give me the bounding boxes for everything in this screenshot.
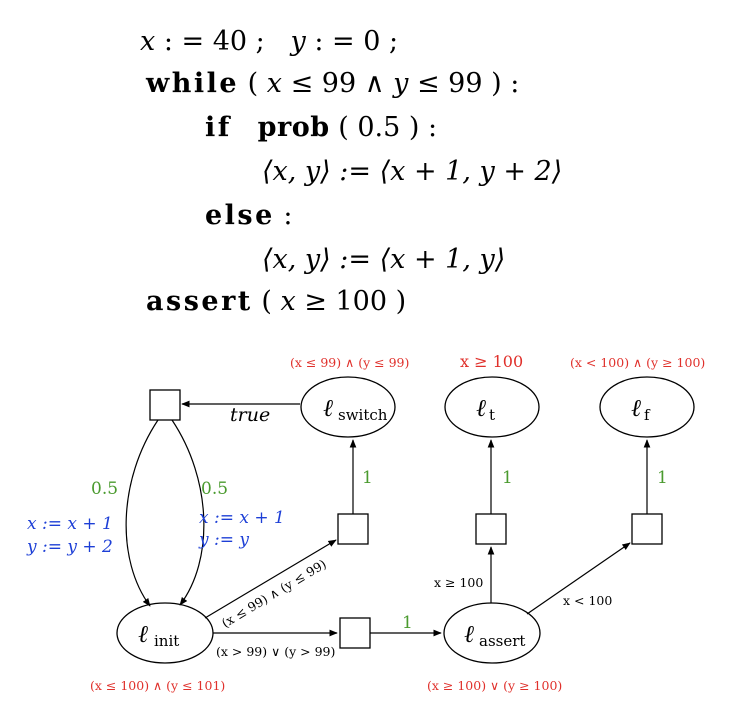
svg-text:switch: switch (338, 406, 388, 424)
code-line-6: ⟨x, y⟩ := ⟨x + 1, y⟩ (262, 244, 506, 275)
svg-text:assert: assert (479, 632, 525, 650)
label-left-update-x: x := x + 1 (27, 514, 113, 534)
label-assert-to-t-guard: x ≥ 100 (434, 575, 483, 590)
code-line-4: ⟨x, y⟩ := ⟨x + 1, y + 2⟩ (262, 156, 563, 187)
label-left-update-y: y := y + 2 (26, 537, 113, 557)
svg-text:ℓ: ℓ (631, 394, 641, 422)
while-keyword: while (146, 68, 240, 99)
invariant-switch: (x ≤ 99) ∧ (y ≤ 99) (290, 355, 409, 370)
prob-split-box (149, 389, 181, 421)
code-line-2: while ( x ≤ 99 ∧ y ≤ 99 ) : (146, 68, 520, 99)
svg-text:init: init (154, 632, 179, 650)
node-assert: ℓ assert (443, 602, 541, 664)
label-true: true (230, 404, 270, 426)
label-box-to-switch: 1 (362, 468, 373, 488)
label-right-update-y: y := y (198, 530, 249, 550)
label-box-to-assert: 1 (402, 613, 413, 633)
program-listing: x : = 40 ; y : = 0 ; while ( x ≤ 99 ∧ y … (0, 0, 730, 330)
label-assert-to-f-guard: x < 100 (563, 593, 612, 608)
code-line-1: x : = 40 ; y : = 0 ; (140, 26, 399, 57)
label-left-prob: 0.5 (91, 479, 118, 499)
invariant-t: x ≥ 100 (460, 352, 523, 371)
label-box-to-f: 1 (657, 468, 668, 488)
node-init: ℓ init (116, 602, 214, 664)
label-init-to-switch-guard: (x ≤ 99) ∧ (y ≤ 99) (219, 556, 329, 630)
svg-text:t: t (489, 406, 495, 424)
control-flow-diagram: ℓ switch (x ≤ 99) ∧ (y ≤ 99) ℓ t x ≥ 100… (26, 352, 705, 693)
invariant-init: (x ≤ 100) ∧ (y ≤ 101) (90, 678, 225, 693)
else-keyword: else (205, 200, 275, 231)
invariant-assert: (x ≥ 100) ∨ (y ≥ 100) (427, 678, 562, 693)
box-to-f (631, 513, 663, 545)
label-right-update-x: x := x + 1 (199, 508, 285, 528)
svg-text:ℓ: ℓ (464, 620, 474, 648)
edge-split-right (171, 419, 205, 606)
code-line-7: assert ( x ≥ 100 ) (146, 286, 407, 317)
invariant-f: (x < 100) ∧ (y ≥ 100) (570, 355, 705, 370)
node-t: ℓ t (444, 376, 540, 438)
edge-assert-to-f-box (526, 542, 631, 615)
edge-init-to-switch-box (204, 539, 337, 619)
assert-keyword: assert (146, 286, 253, 317)
svg-text:f: f (644, 406, 651, 424)
node-switch: ℓ switch (300, 376, 396, 438)
prob-keyword: prob (257, 112, 330, 143)
svg-text:ℓ: ℓ (138, 620, 148, 648)
box-to-t (475, 513, 507, 545)
edge-split-left (125, 419, 159, 607)
box-init-exit (339, 617, 371, 649)
svg-text:ℓ: ℓ (323, 394, 333, 422)
label-right-prob: 0.5 (201, 479, 228, 499)
if-keyword: if (205, 112, 232, 143)
svg-text:ℓ: ℓ (476, 394, 486, 422)
label-init-exit-guard: (x > 99) ∨ (y > 99) (216, 644, 335, 659)
code-line-3: if prob ( 0.5 ) : (205, 112, 438, 143)
code-line-5: else : (205, 200, 293, 231)
node-f: ℓ f (599, 376, 695, 438)
box-to-switch (337, 513, 369, 545)
label-box-to-t: 1 (502, 468, 513, 488)
